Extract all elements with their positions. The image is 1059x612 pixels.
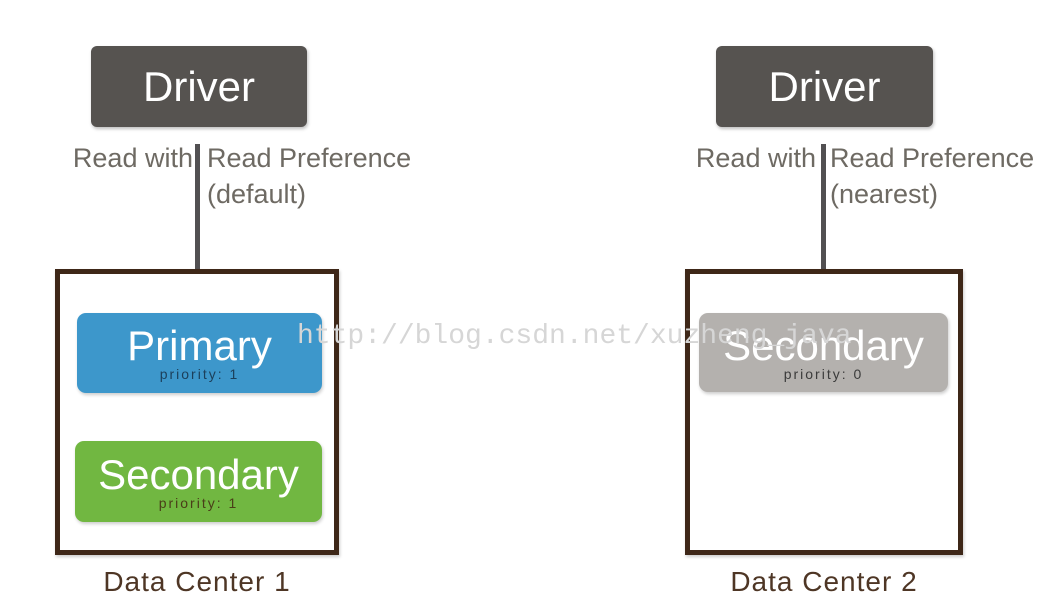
read-annotation-right-2: Read Preference (nearest): [830, 140, 1034, 212]
node-secondary-dc2-label: Secondary: [723, 321, 924, 369]
data-center-2-box: [685, 269, 963, 555]
read-annotation-right-1: Read Preference (default): [207, 140, 411, 212]
node-secondary-dc2: Secondary priority: 0: [699, 313, 948, 392]
read-annotation-left-2: Read with: [695, 143, 816, 173]
driver-label-1: Driver: [143, 62, 255, 110]
data-center-2-label: Data Center 2: [730, 566, 918, 597]
read-annotation-left-1: Read with: [72, 143, 193, 173]
read-preference-text-2: Read Preference: [830, 143, 1035, 173]
driver-label-2: Driver: [768, 62, 881, 110]
read-mode-text-2: (nearest): [830, 179, 939, 209]
down-arrow-line-2: [821, 144, 826, 292]
node-primary-priority: priority: 1: [159, 366, 240, 382]
node-secondary-dc1-priority: priority: 1: [158, 494, 239, 511]
node-secondary-dc2-priority: priority: 0: [783, 365, 864, 382]
node-primary-label: Primary: [127, 322, 272, 369]
data-center-1-label: Data Center 1: [103, 566, 291, 597]
read-preference-text-1: Read Preference: [207, 143, 412, 173]
node-primary-dc1: Primary priority: 1: [77, 313, 322, 393]
node-secondary-dc1: Secondary priority: 1: [75, 441, 322, 522]
driver-box-1: Driver: [91, 46, 307, 127]
driver-box-2: Driver: [716, 46, 933, 127]
down-arrow-line-1: [195, 144, 200, 292]
node-secondary-dc1-label: Secondary: [98, 450, 299, 498]
read-mode-text-1: (default): [207, 179, 307, 209]
